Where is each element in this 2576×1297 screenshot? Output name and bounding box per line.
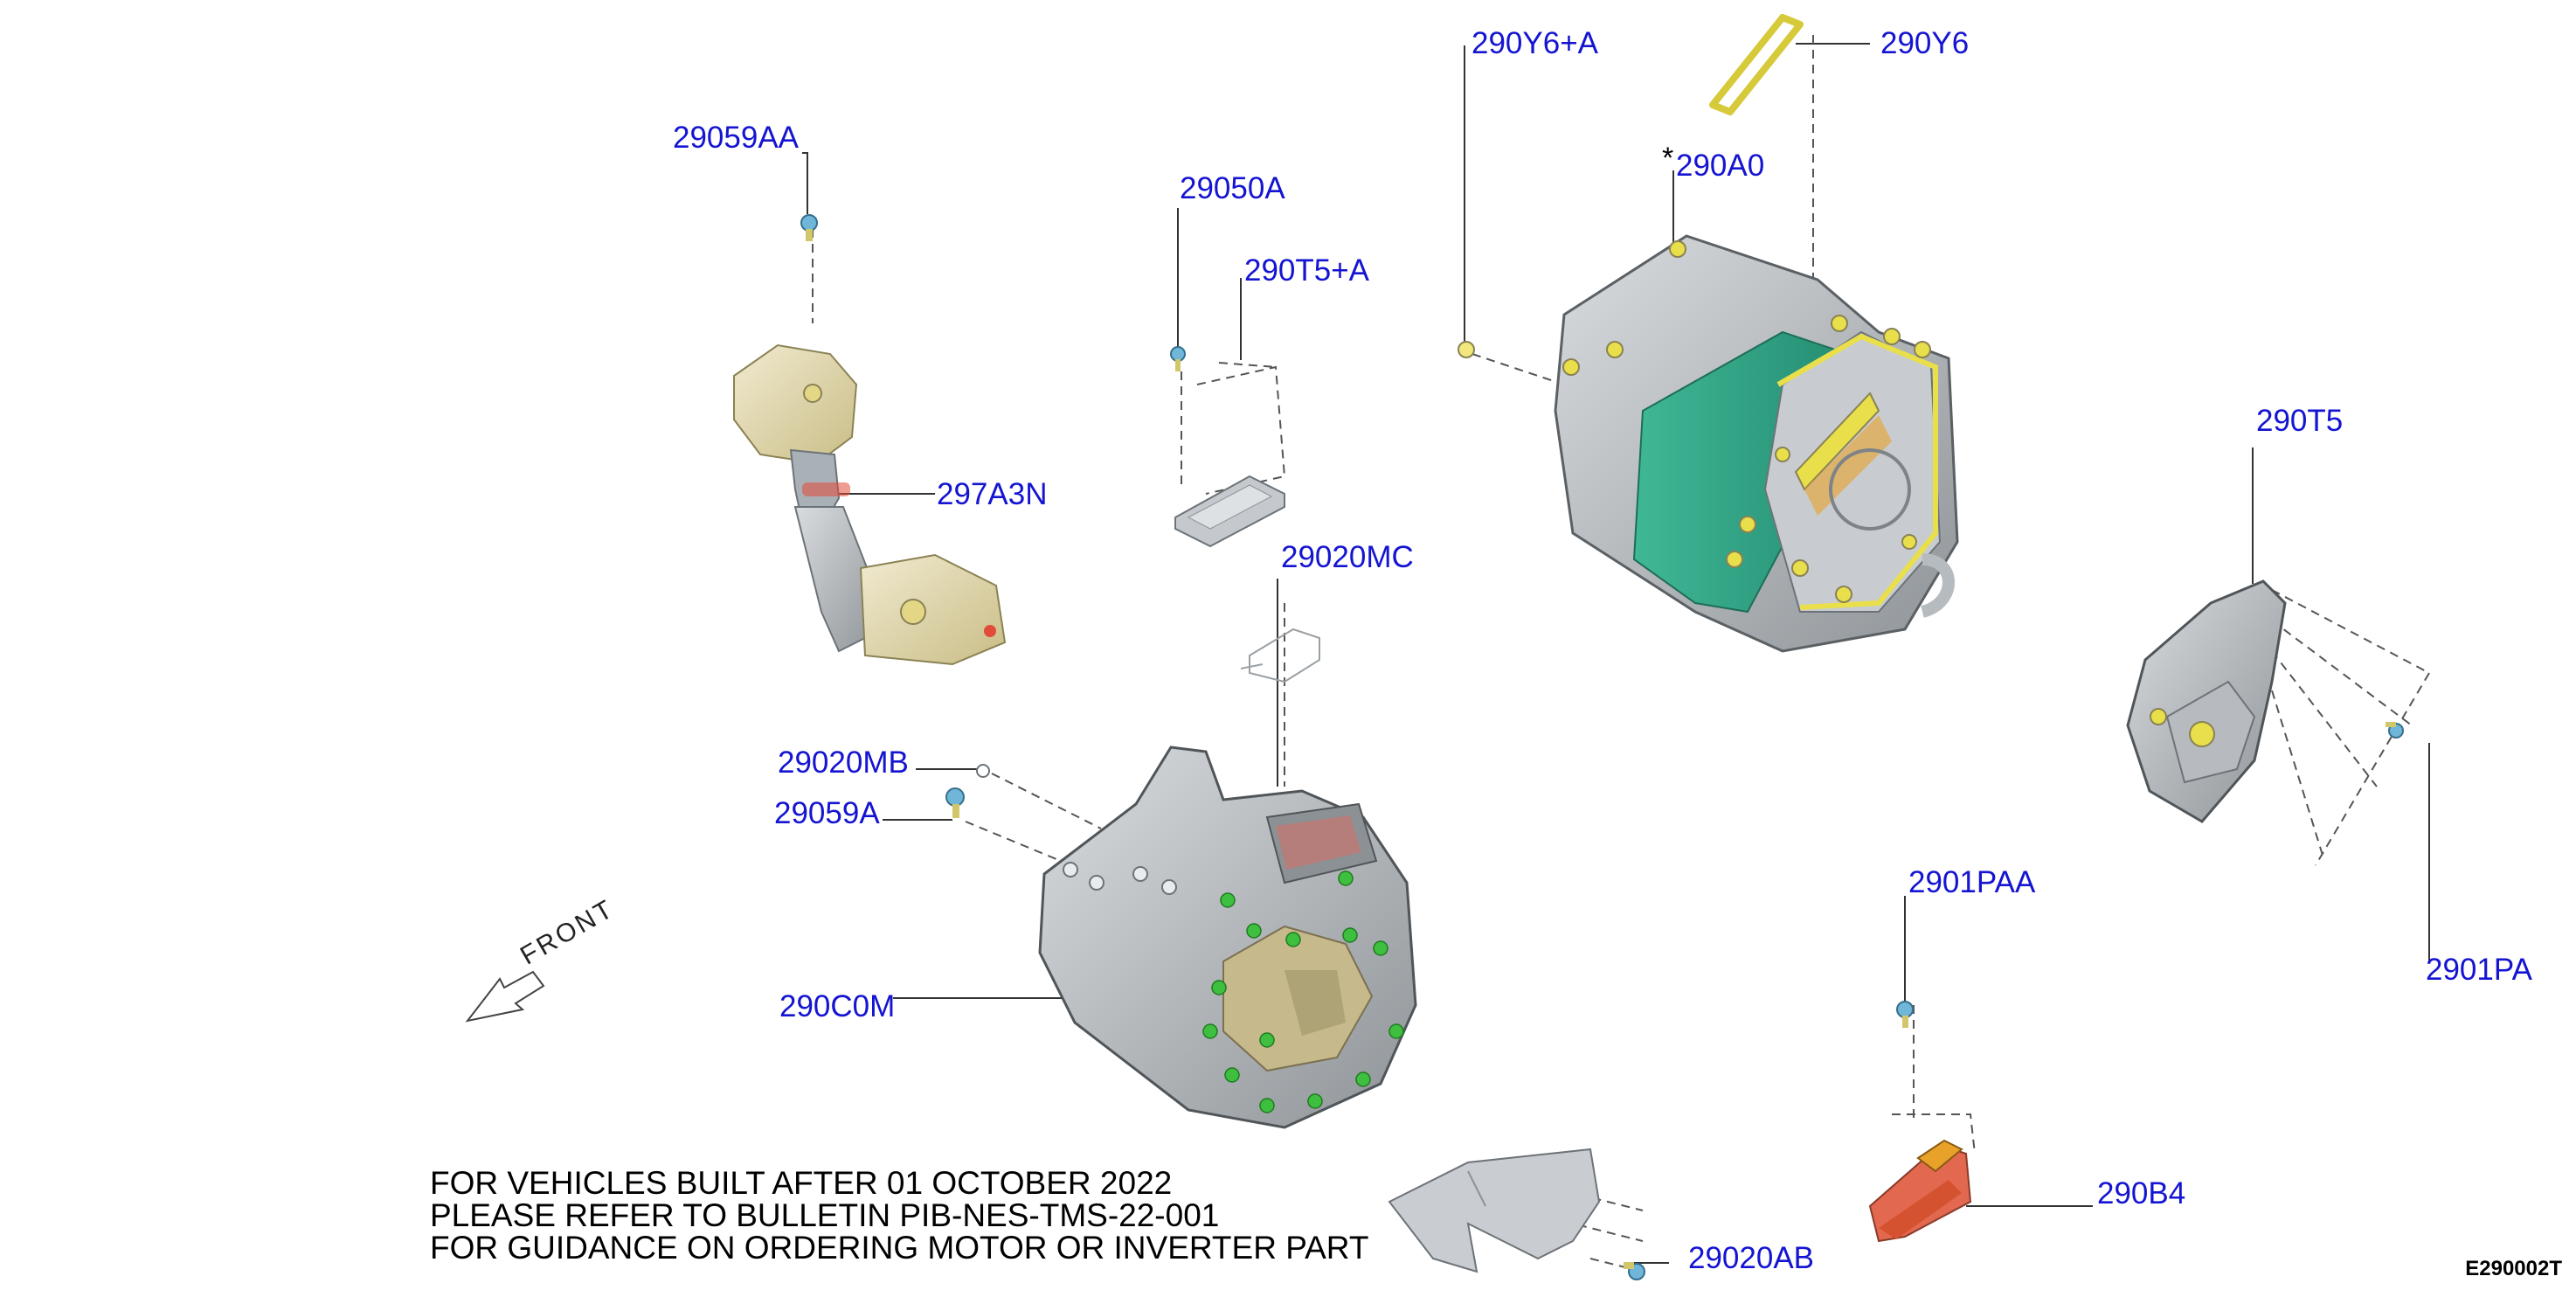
bolt-29059AA bbox=[800, 214, 818, 241]
bolt-29050A bbox=[1170, 346, 1186, 371]
callout-2901PAA[interactable]: 2901PAA bbox=[1908, 865, 2036, 899]
plug-290Y6A bbox=[1458, 341, 1475, 358]
figure-code: E290002T bbox=[2465, 1257, 2562, 1280]
callout-290T5A[interactable]: 290T5+A bbox=[1244, 253, 1370, 288]
gearbox-290C0M bbox=[1038, 746, 1417, 1129]
callout-290B4[interactable]: 290B4 bbox=[2097, 1176, 2186, 1210]
callout-290A0[interactable]: 290A0 bbox=[1676, 149, 1765, 183]
motor-housing-290A0 bbox=[1554, 234, 1959, 653]
bracket-290B4 bbox=[1868, 1139, 1972, 1243]
gasket-290Y6 bbox=[1709, 14, 1804, 115]
callout-290Y6[interactable]: 290Y6 bbox=[1880, 26, 1970, 60]
callout-29050A[interactable]: 29050A bbox=[1180, 171, 1285, 205]
callout-29020MC[interactable]: 29020MC bbox=[1281, 540, 1414, 574]
bolt-29059A bbox=[945, 787, 965, 818]
ordering-notes: FOR VEHICLES BUILT AFTER 01 OCTOBER 2022… bbox=[430, 1167, 1368, 1264]
bolt-2901PA bbox=[2386, 722, 2404, 739]
callout-290T5[interactable]: 290T5 bbox=[2256, 404, 2344, 438]
front-direction-arrow bbox=[465, 970, 545, 1023]
cover-plate-290T5A bbox=[1174, 475, 1285, 548]
callout-290A0-asterisk: * bbox=[1662, 142, 1674, 175]
inverter-cover-290T5 bbox=[2126, 579, 2287, 823]
callout-29059AA[interactable]: 29059AA bbox=[673, 121, 800, 155]
bolt-2901PAA bbox=[1896, 1001, 1914, 1028]
callout-29020AB[interactable]: 29020AB bbox=[1688, 1241, 1815, 1275]
gasket-29020MC bbox=[1240, 628, 1320, 683]
note-line-1: FOR VEHICLES BUILT AFTER 01 OCTOBER 2022 bbox=[430, 1165, 1173, 1201]
note-line-3: FOR GUIDANCE ON ORDERING MOTOR OR INVERT… bbox=[430, 1230, 1369, 1266]
callout-290Y6A[interactable]: 290Y6+A bbox=[1472, 26, 1598, 60]
mount-bracket-297A3N bbox=[733, 343, 1007, 666]
note-line-2: PLEASE REFER TO BULLETIN PIB-NES-TMS-22-… bbox=[430, 1197, 1220, 1233]
callout-290C0M[interactable]: 290C0M bbox=[779, 989, 896, 1023]
callout-2901PA[interactable]: 2901PA bbox=[2426, 953, 2532, 987]
callout-29020MB[interactable]: 29020MB bbox=[778, 746, 909, 780]
shield-plate bbox=[1388, 1148, 1601, 1273]
callout-29059A[interactable]: 29059A bbox=[774, 796, 880, 830]
callout-297A3N[interactable]: 297A3N bbox=[937, 477, 1048, 511]
leader-lines bbox=[802, 43, 2430, 1264]
bolt-29020AB bbox=[1624, 1262, 1645, 1280]
washer-29020MB bbox=[976, 764, 990, 778]
